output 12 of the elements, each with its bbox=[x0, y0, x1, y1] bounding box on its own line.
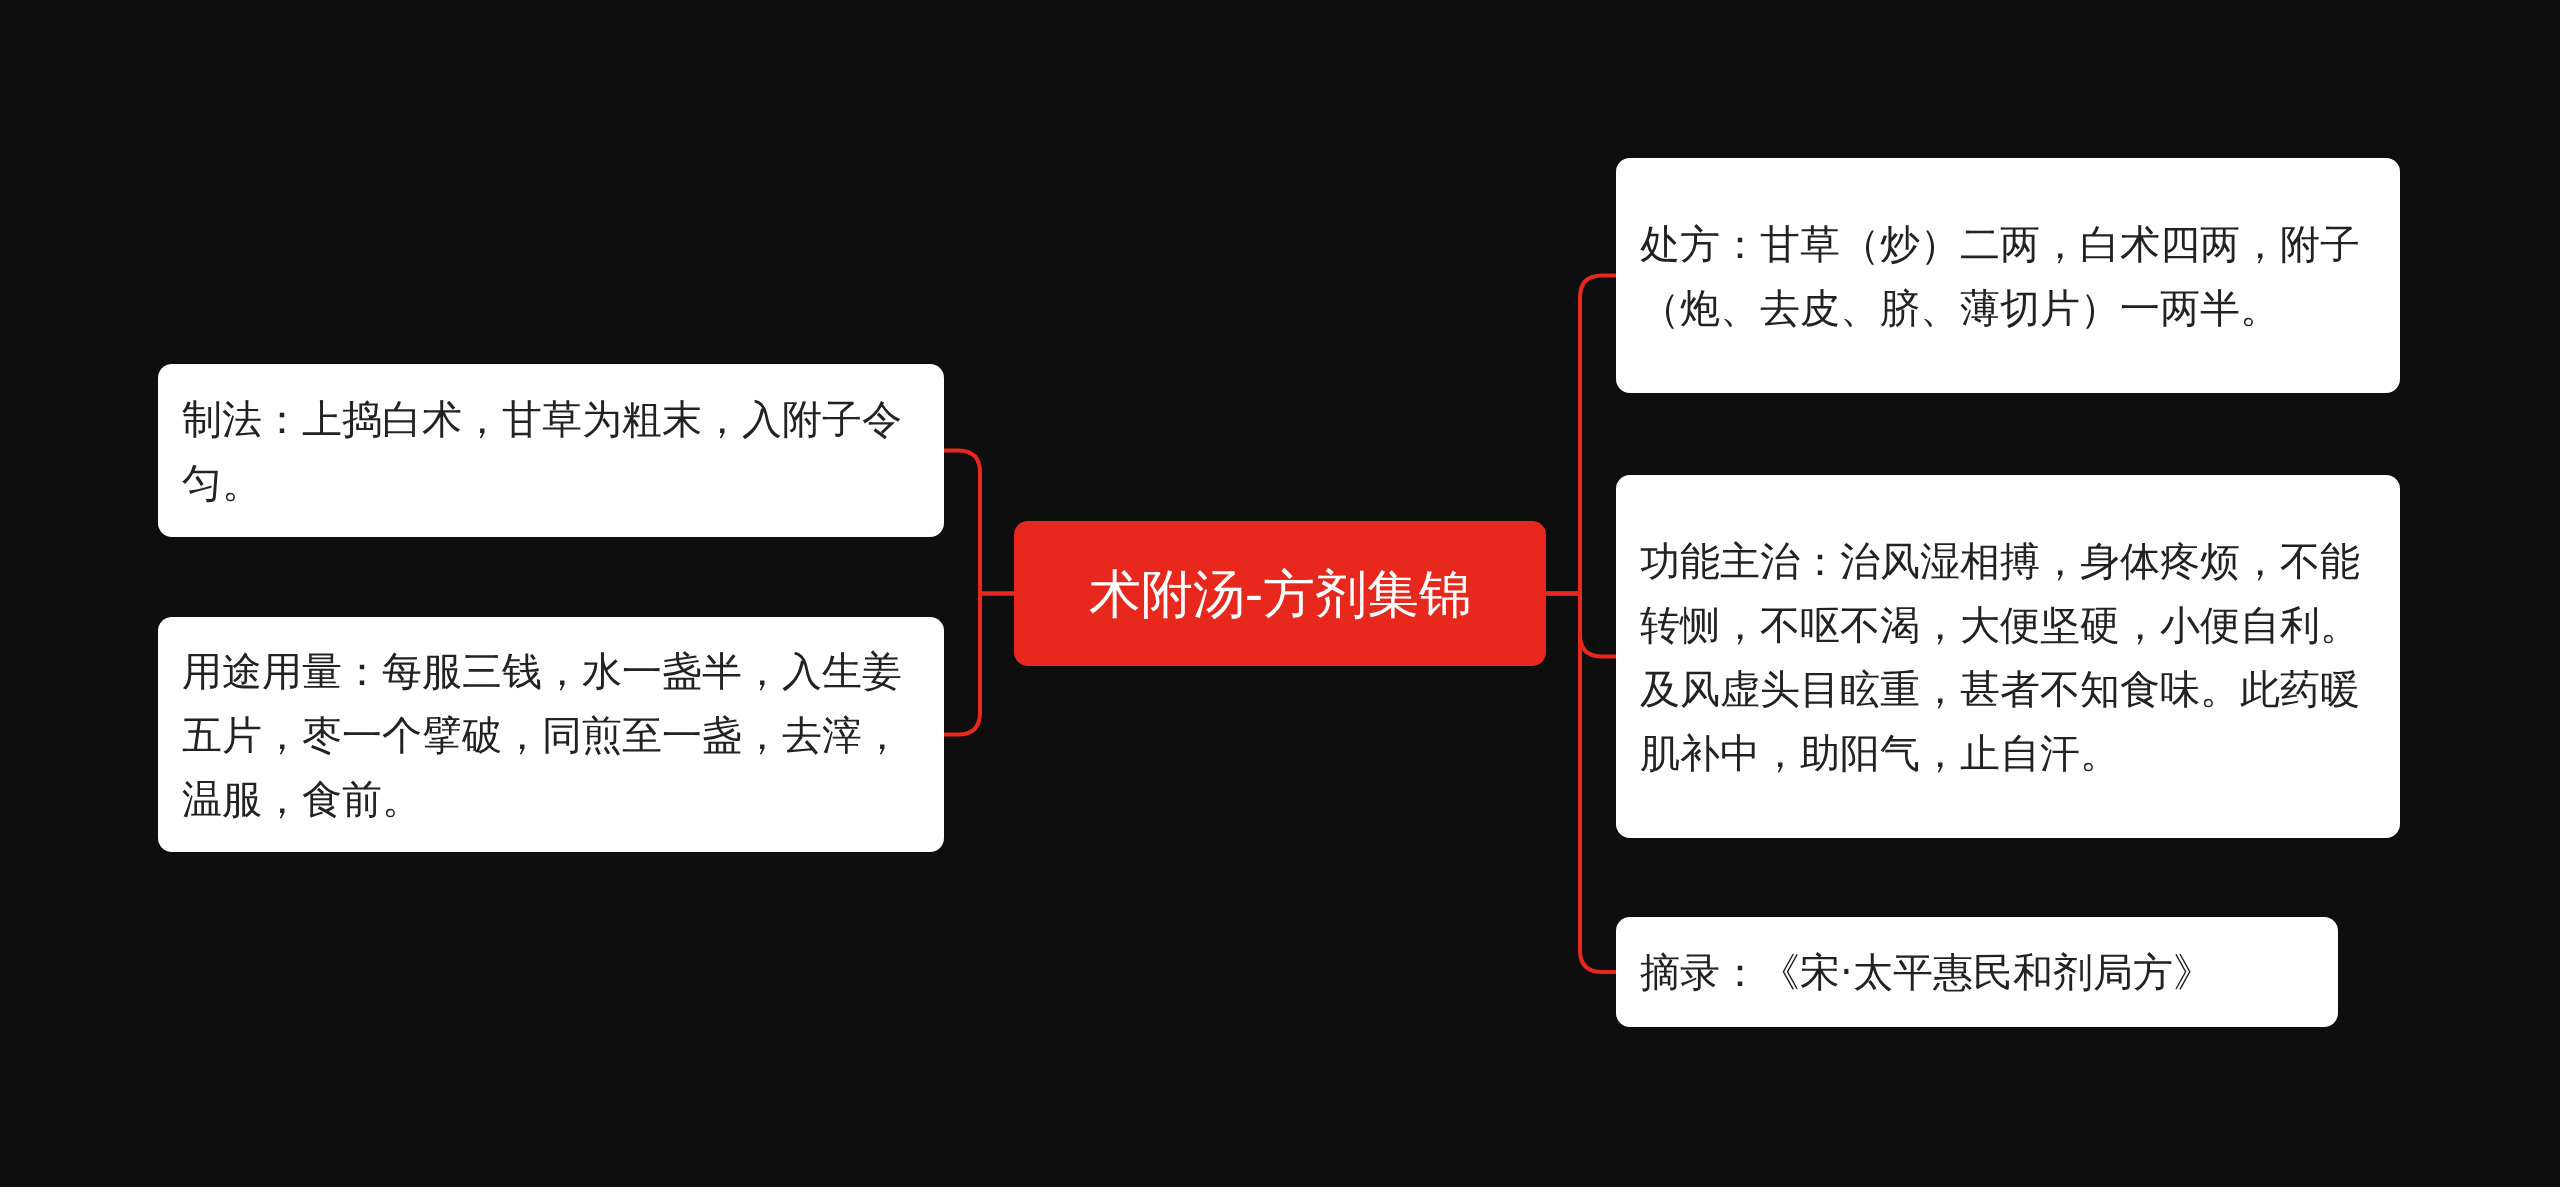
topic-text: 术附汤-方剂集锦 bbox=[1088, 562, 1472, 626]
topic-text: 处方：甘草（炒）二两，白术四两，附子（炮、去皮、脐、薄切片）一两半。 bbox=[1640, 219, 2361, 333]
topic-box bbox=[1616, 158, 2400, 393]
topic-box bbox=[1616, 475, 2400, 838]
central-topic-box bbox=[1014, 521, 1546, 666]
topic-box bbox=[158, 364, 944, 537]
topic-box bbox=[158, 617, 944, 852]
topic-box bbox=[1616, 917, 2338, 1027]
topic-text: 摘录：《宋·太平惠民和剂局方》 bbox=[1640, 948, 2213, 997]
topic-text: 制法：上捣白术，甘草为粗末，入附子令匀。 bbox=[182, 394, 903, 508]
topic-text: 用途用量：每服三钱，水一盏半，入生姜五片，枣一个擘破，同煎至一盏，去滓，温服，食前。 bbox=[182, 646, 903, 824]
topic-text: 功能主治：治风湿相搏，身体疼烦，不能转恻，不呕不渴，大便坚硬，小便自利。及风虚头目眩重，甚者不知食味。此药暖肌补中，助阳气，止自汗。 bbox=[1640, 536, 2361, 778]
